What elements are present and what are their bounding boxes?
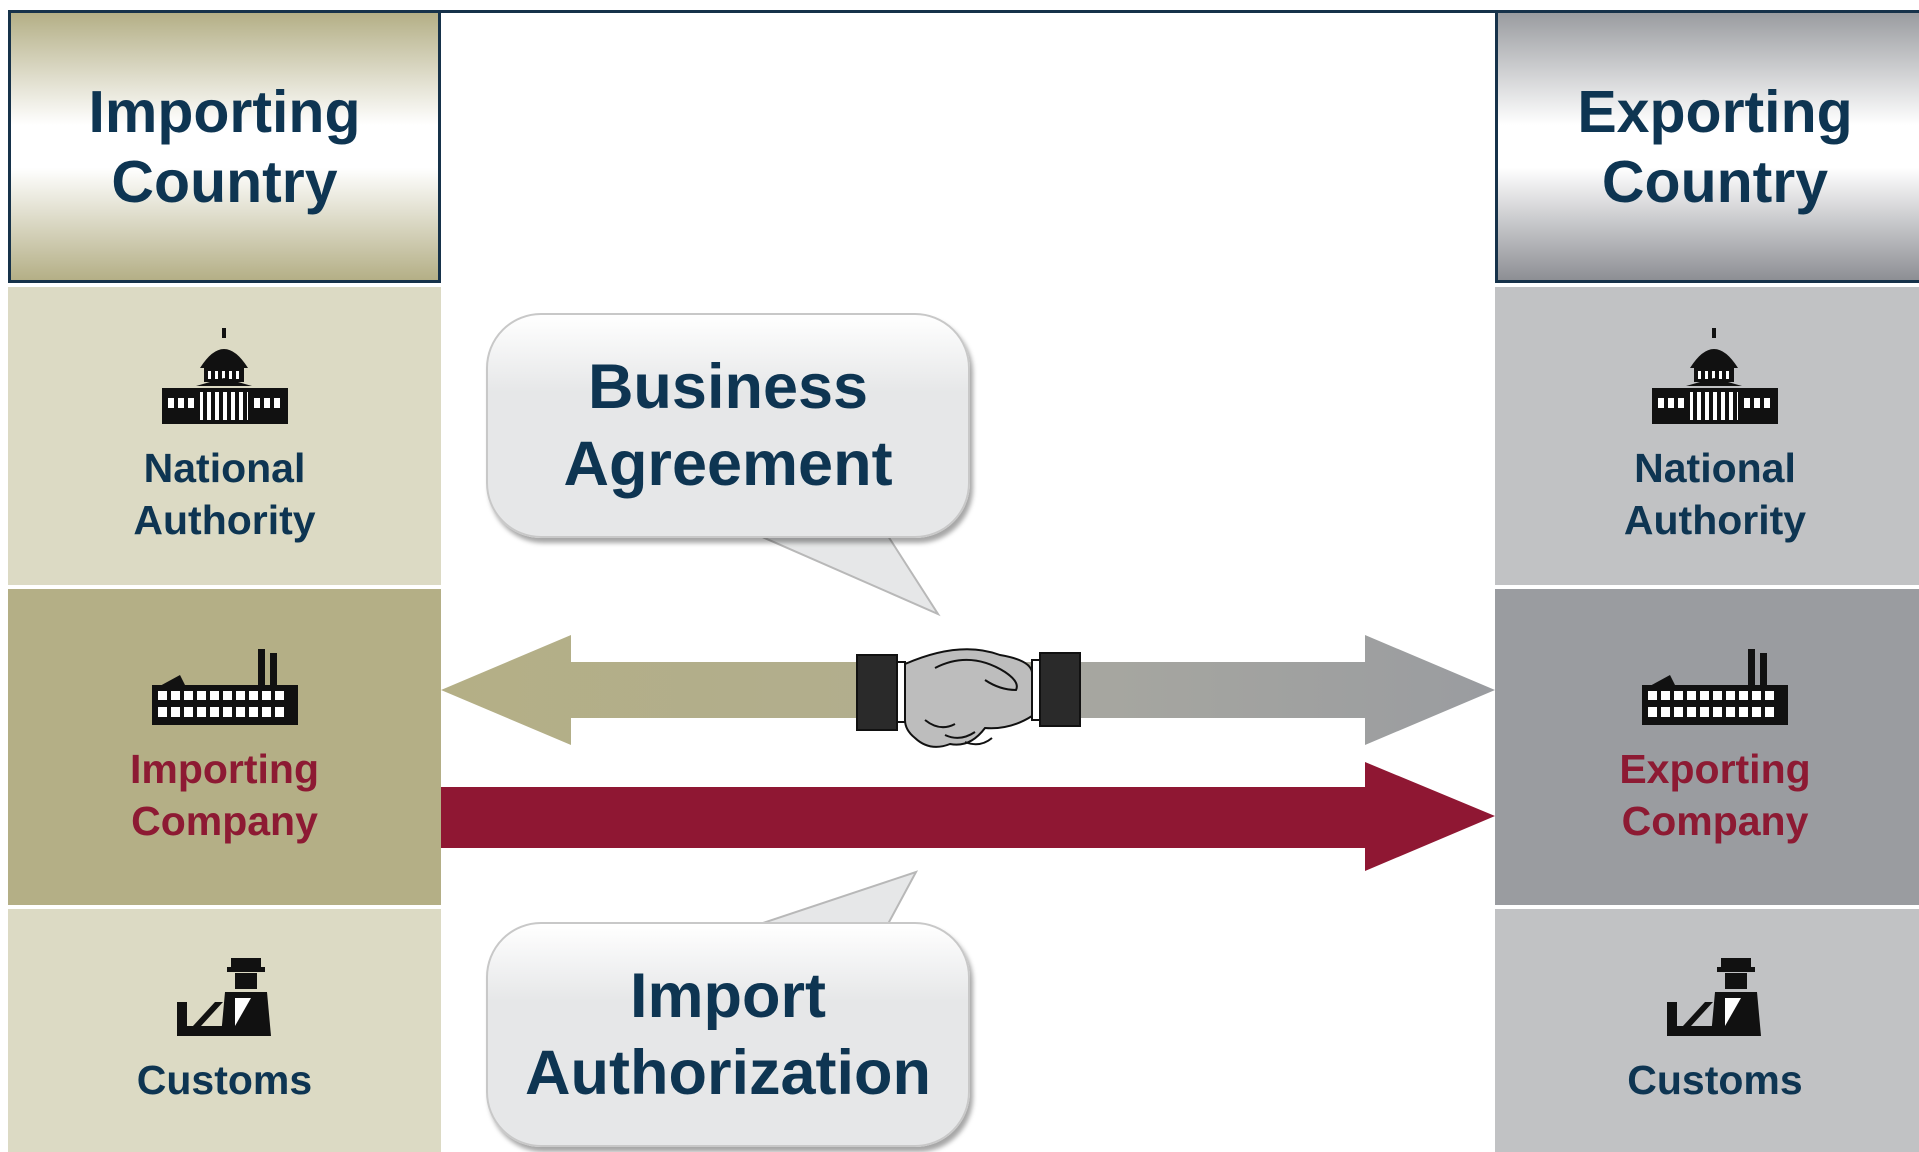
- top-border-line: [441, 10, 1495, 13]
- customs-officer-icon: [1665, 956, 1765, 1050]
- exporting-country-title: Exporting Country: [1577, 78, 1853, 215]
- exporting-customs-label: Customs: [1627, 1056, 1803, 1103]
- import-authorization-arrow: [441, 762, 1495, 871]
- import-authorization-text: Import Authorization: [525, 960, 931, 1108]
- exporting-customs-cell: Customs: [1495, 909, 1919, 1152]
- exporting-national-authority-label: National Authority: [1623, 445, 1807, 543]
- business-agreement-text: Business Agreement: [563, 351, 893, 499]
- importing-national-authority-label: National Authority: [133, 445, 316, 543]
- capitol-building-icon: [1650, 326, 1780, 438]
- importing-customs-label: Customs: [136, 1056, 313, 1103]
- import-authorization-bubble-tail: [759, 870, 919, 925]
- customs-officer-icon: [175, 956, 275, 1050]
- importing-company-cell: Importing Company: [8, 589, 441, 905]
- exporting-company-cell: Exporting Company: [1495, 589, 1919, 905]
- capitol-building-icon: [160, 326, 290, 438]
- handshake-icon: [856, 648, 1081, 748]
- importing-customs-cell: Customs: [8, 909, 441, 1152]
- business-agreement-bubble-tail: [759, 535, 941, 617]
- exporting-company-label: Exporting Company: [1619, 746, 1811, 844]
- factory-icon: [1640, 647, 1790, 739]
- import-authorization-bubble: Import Authorization: [486, 922, 970, 1147]
- importing-country-header: Importing Country: [8, 10, 441, 283]
- importing-country-title: Importing Country: [88, 78, 361, 215]
- exporting-national-authority-cell: National Authority: [1495, 287, 1919, 585]
- importing-national-authority-cell: National Authority: [8, 287, 441, 585]
- importing-company-label: Importing Company: [129, 746, 320, 844]
- factory-icon: [150, 647, 300, 739]
- business-agreement-bubble: Business Agreement: [486, 313, 970, 538]
- exporting-country-header: Exporting Country: [1495, 10, 1919, 283]
